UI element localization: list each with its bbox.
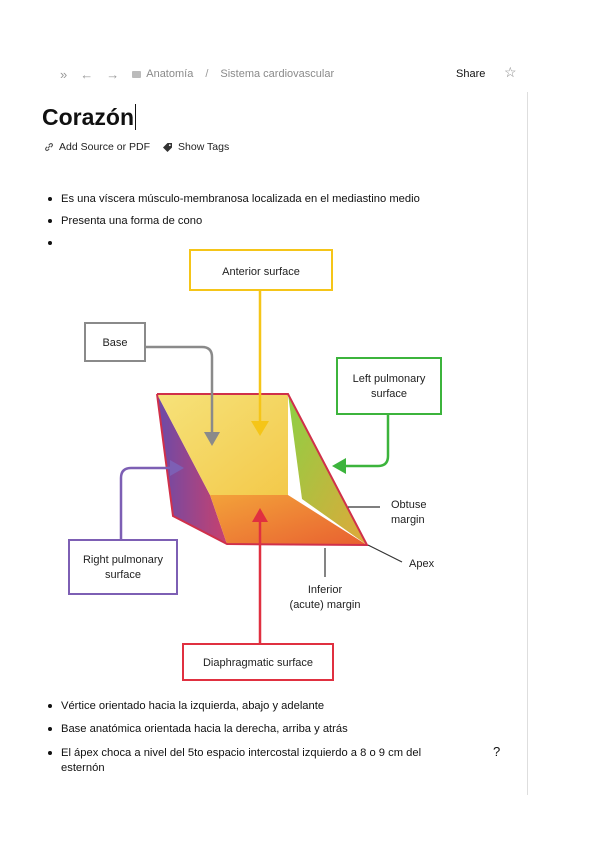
bullet-dot [48,704,52,708]
inferior-label-1: Inferior [308,584,343,596]
top-bar: » ← → Anatomía / Sistema cardiovascular … [60,62,530,86]
anterior-label-box [189,249,333,291]
right-pulmonary-face [157,394,227,544]
diaphragmatic-face [210,495,367,545]
diaphragmatic-arrowhead [252,508,268,522]
breadcrumb-page[interactable]: Sistema cardiovascular [220,68,335,80]
add-source-button[interactable]: Add Source or PDF [44,141,150,153]
tag-icon [163,142,173,152]
left-pulmonary-arrow [344,414,390,468]
bullet-dot [48,727,52,731]
apex-label: Apex [409,558,435,570]
right-pulmonary-label-2: surface [105,569,141,581]
page-title[interactable]: Corazón [42,104,136,131]
apex-leader [367,544,403,563]
arrow-left-icon[interactable]: ← [80,66,94,82]
meta-row: Add Source or PDF Show Tags [44,141,241,153]
right-pulmonary-label-1: Right pulmonary [83,554,164,566]
base-label-box [84,322,146,362]
base-arrowhead [204,432,220,446]
scroll-divider [527,92,528,795]
list-item-text: Es una víscera músculo-membranosa locali… [61,193,420,205]
text-cursor [135,104,136,130]
show-tags-button[interactable]: Show Tags [162,141,229,153]
share-button[interactable]: Share [456,68,486,80]
solid-edge [156,393,369,547]
show-tags-label: Show Tags [178,141,230,153]
list-item-text: Vértice orientado hacia la izquierda, ab… [61,700,325,712]
breadcrumb-folder[interactable]: Anatomía [146,68,194,80]
list-item-text: Base anatómica orientada hacia la derech… [61,723,348,735]
right-pulmonary-arrow [119,466,172,540]
base-label: Base [102,337,127,349]
diaphragmatic-label-box [182,643,334,681]
obtuse-label-2: margin [391,514,425,526]
heart-surfaces-diagram: Anterior surface Base Left pulmonary sur… [68,249,442,681]
left-pulmonary-label-box [336,357,442,415]
left-pulmonary-label-1: Left pulmonary [353,373,426,385]
list-item-text: El ápex choca a nivel del 5to espacio in… [61,747,422,774]
page-title-text: Corazón [42,104,134,130]
right-pulmonary-label-box [68,539,178,595]
left-pulmonary-arrowhead [332,458,346,474]
anterior-label: Anterior surface [222,266,300,278]
left-pulmonary-label-2: surface [371,388,407,400]
star-icon[interactable]: ☆ [504,64,517,80]
bullet-dot [48,241,52,245]
bullet-dot [48,751,52,755]
bullet-dot [48,197,52,201]
right-pulmonary-arrowhead [170,460,184,476]
breadcrumb-separator: / [205,68,209,80]
arrow-right-icon[interactable]: → [106,66,120,82]
anterior-face [157,394,288,495]
help-button[interactable]: ? [493,744,501,759]
double-chevron-right-icon[interactable]: » [60,66,68,82]
add-source-label: Add Source or PDF [59,141,151,153]
list-item-text: Presenta una forma de cono [61,215,203,227]
obtuse-label-1: Obtuse [391,499,426,511]
inferior-label-2: (acute) margin [290,599,361,611]
link-icon [45,143,53,151]
folder-icon [132,70,142,78]
base-arrow [145,345,214,434]
diaphragmatic-label: Diaphragmatic surface [203,657,313,669]
bullet-dot [48,219,52,223]
anterior-arrowhead [251,421,269,436]
